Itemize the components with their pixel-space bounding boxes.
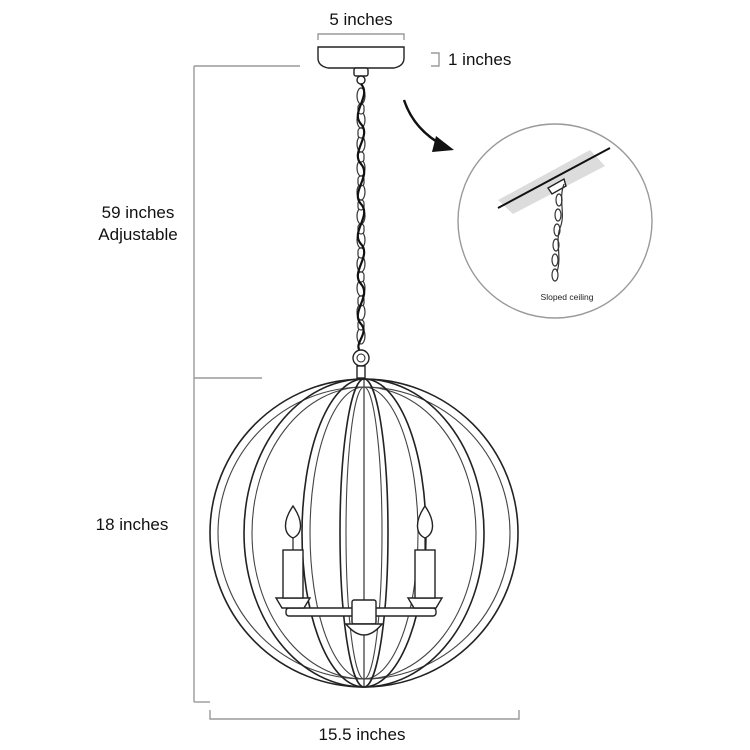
- orb-hanging-loop: [352, 349, 370, 379]
- orb-frame: [209, 378, 519, 688]
- canopy-height-label: 1 inches: [448, 50, 511, 69]
- inset-caption: Sloped ceiling: [541, 292, 594, 302]
- orb-width-label: 15.5 inches: [319, 725, 406, 744]
- orb-height-label: 18 inches: [96, 515, 169, 534]
- left-candle: [274, 504, 312, 609]
- curved-arrow: [402, 99, 454, 152]
- canopy-width-dimension: 5 inches: [317, 10, 405, 40]
- chain-length-label-line2: Adjustable: [98, 225, 177, 244]
- height-dimension-lines: [193, 65, 300, 703]
- ceiling-canopy: [317, 46, 405, 85]
- sloped-ceiling-inset: Sloped ceiling: [457, 123, 653, 319]
- canopy-height-dimension: 1 inches: [431, 50, 511, 69]
- canopy-width-label: 5 inches: [329, 10, 392, 29]
- right-candle: [406, 504, 444, 609]
- hanging-chain: [356, 83, 366, 353]
- candle-arms: [285, 599, 437, 636]
- orb-width-dimension: 15.5 inches: [209, 710, 520, 744]
- chain-length-label-line1: 59 inches: [102, 203, 175, 222]
